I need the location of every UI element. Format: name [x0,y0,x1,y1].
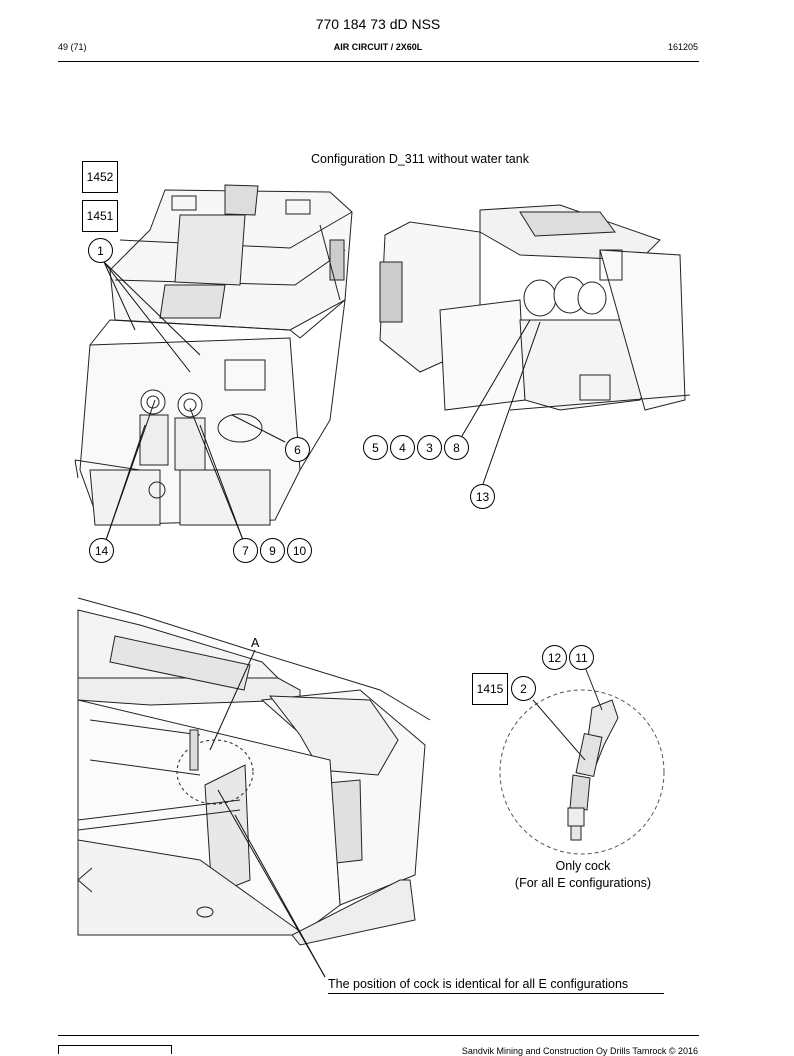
callout-9: 9 [260,538,285,563]
callout-7: 7 [233,538,258,563]
machine-detail-view [77,597,431,946]
copyright-text: Sandvik Mining and Construction Oy Drill… [461,1046,698,1056]
footer-rule [58,1035,699,1036]
header-rule [58,61,699,62]
configuration-title: Configuration D_311 without water tank [311,152,529,166]
view-label-a: A [251,636,260,650]
cock-detail [499,666,665,855]
ref-box-1451: 1451 [82,200,118,232]
callout-14: 14 [89,538,114,563]
document-number: 770 184 73 dD NSS [315,16,441,32]
callout-2: 2 [511,676,536,701]
date-code: 161205 [667,42,698,52]
callout-11: 11 [569,645,594,670]
callout-6: 6 [285,437,310,462]
machine-front-view [74,184,353,526]
callout-1: 1 [88,238,113,263]
callout-5: 5 [363,435,388,460]
machine-rear-view [379,204,691,411]
sandvik-logo [58,1045,172,1054]
section-title: AIR CIRCUIT / 2X60L [333,42,423,52]
ref-box-1452: 1452 [82,161,118,193]
detail-caption-line1: Only cock [555,859,611,873]
callout-12: 12 [542,645,567,670]
callout-3: 3 [417,435,442,460]
position-note: The position of cock is identical for al… [328,977,664,994]
callout-10: 10 [287,538,312,563]
page-number: 49 (71) [58,42,87,52]
callout-4: 4 [390,435,415,460]
callout-8: 8 [444,435,469,460]
ref-box-1415: 1415 [472,673,508,705]
detail-caption-line2: (For all E configurations) [514,876,652,890]
callout-13: 13 [470,484,495,509]
